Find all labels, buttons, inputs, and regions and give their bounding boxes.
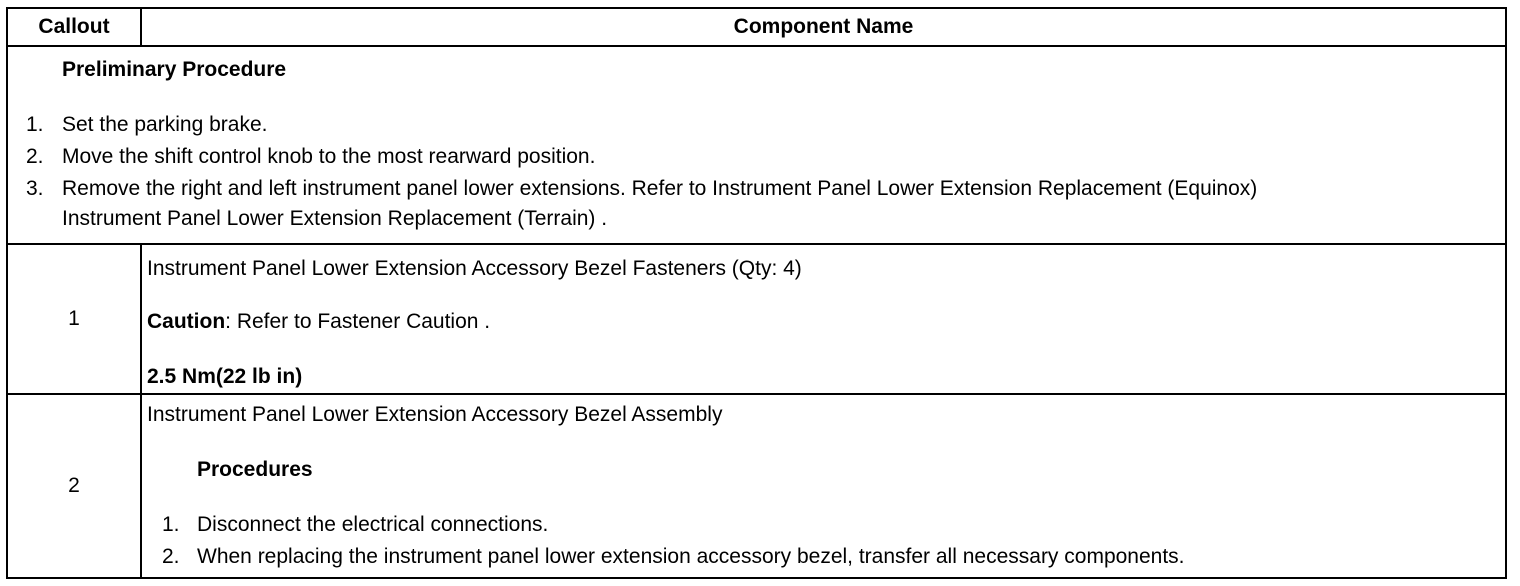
header-component-name: Component Name (140, 7, 1507, 47)
prelim-step-1-num: 1. (26, 113, 44, 136)
table-row: 1 Instrument Panel Lower Extension Acces… (6, 243, 1507, 395)
preliminary-title: Preliminary Procedure (62, 58, 287, 81)
component-name: Instrument Panel Lower Extension Accesso… (147, 403, 723, 426)
caution-label: Caution (147, 310, 226, 333)
preliminary-cell: Preliminary Procedure 1. Set the parking… (6, 45, 1507, 245)
caution-line: Caution: Refer to Fastener Caution . (147, 307, 490, 337)
procedure-step-1-num: 1. (162, 513, 180, 536)
procedure-step-2-num: 2. (162, 545, 180, 568)
procedure-table: Callout Component Name Preliminary Proce… (6, 7, 1507, 579)
callout-cell: 1 (6, 243, 142, 395)
preliminary-row: Preliminary Procedure 1. Set the parking… (6, 45, 1507, 245)
component-cell: Instrument Panel Lower Extension Accesso… (140, 393, 1507, 579)
procedure-step-2-text: When replacing the instrument panel lowe… (197, 545, 1185, 568)
torque-spec: 2.5 Nm(22 lb in) (147, 365, 303, 388)
component-name: Instrument Panel Lower Extension Accesso… (147, 257, 802, 280)
prelim-step-3-text-line2: Instrument Panel Lower Extension Replace… (62, 207, 608, 230)
prelim-step-3-num: 3. (26, 177, 44, 200)
prelim-step-1-text: Set the parking brake. (62, 113, 268, 136)
header-row: Callout Component Name (6, 7, 1507, 47)
prelim-step-3-text: Remove the right and left instrument pan… (62, 177, 1258, 200)
header-callout: Callout (6, 7, 142, 47)
procedures-title: Procedures (197, 458, 313, 481)
caution-text: : Refer to Fastener Caution . (225, 310, 491, 333)
prelim-step-2-text: Move the shift control knob to the most … (62, 145, 596, 168)
procedure-step-1-text: Disconnect the electrical connections. (197, 513, 549, 536)
callout-cell: 2 (6, 393, 142, 579)
table-row: 2 Instrument Panel Lower Extension Acces… (6, 393, 1507, 579)
component-cell: Instrument Panel Lower Extension Accesso… (140, 243, 1507, 395)
prelim-step-2-num: 2. (26, 145, 44, 168)
